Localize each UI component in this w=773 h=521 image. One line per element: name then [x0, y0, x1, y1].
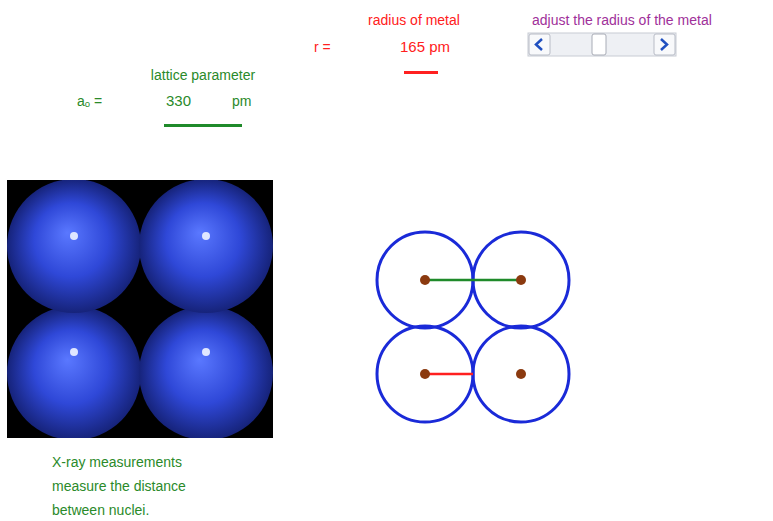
- atom-sphere: [139, 306, 273, 438]
- radius-bar: [404, 71, 438, 74]
- radius-line: [425, 373, 473, 376]
- atom-outlines: [377, 232, 569, 422]
- atom-spheres: [7, 180, 273, 438]
- highlight: [70, 348, 78, 356]
- chevron-left: [536, 39, 542, 50]
- atom-outline: [377, 326, 473, 422]
- atom-sphere: [7, 180, 141, 313]
- value-readout: 330: [166, 92, 191, 110]
- lattice-bar: [164, 124, 242, 127]
- quantity-label: radius of metal: [368, 12, 460, 29]
- highlight: [202, 232, 210, 240]
- nucleus: [420, 275, 430, 285]
- nuclei: [420, 275, 526, 379]
- lattice-line: [425, 279, 521, 282]
- value-readout: 165 pm: [400, 38, 450, 56]
- nucleus: [516, 275, 526, 285]
- control-label: adjust the radius of the metal: [532, 12, 712, 29]
- slider-track: [528, 33, 676, 56]
- nucleus: [516, 369, 526, 379]
- atom-outline: [473, 326, 569, 422]
- symbol-label: aₒ =: [77, 93, 102, 110]
- slider-button: [529, 34, 550, 55]
- atom-sphere: [7, 306, 141, 438]
- symbol-label: r =: [314, 39, 331, 56]
- nucleus: [420, 369, 430, 379]
- highlight: [202, 348, 210, 356]
- quantity-label: lattice parameter: [151, 67, 255, 84]
- unit-label: pm: [232, 93, 251, 110]
- slider: [528, 33, 676, 56]
- caption: X-ray measurements measure the distance …: [52, 450, 217, 521]
- slider-thumb: [592, 34, 606, 55]
- atom-sphere: [139, 180, 273, 313]
- chevron-right: [661, 39, 667, 50]
- highlight: [70, 232, 78, 240]
- slider-button: [654, 34, 675, 55]
